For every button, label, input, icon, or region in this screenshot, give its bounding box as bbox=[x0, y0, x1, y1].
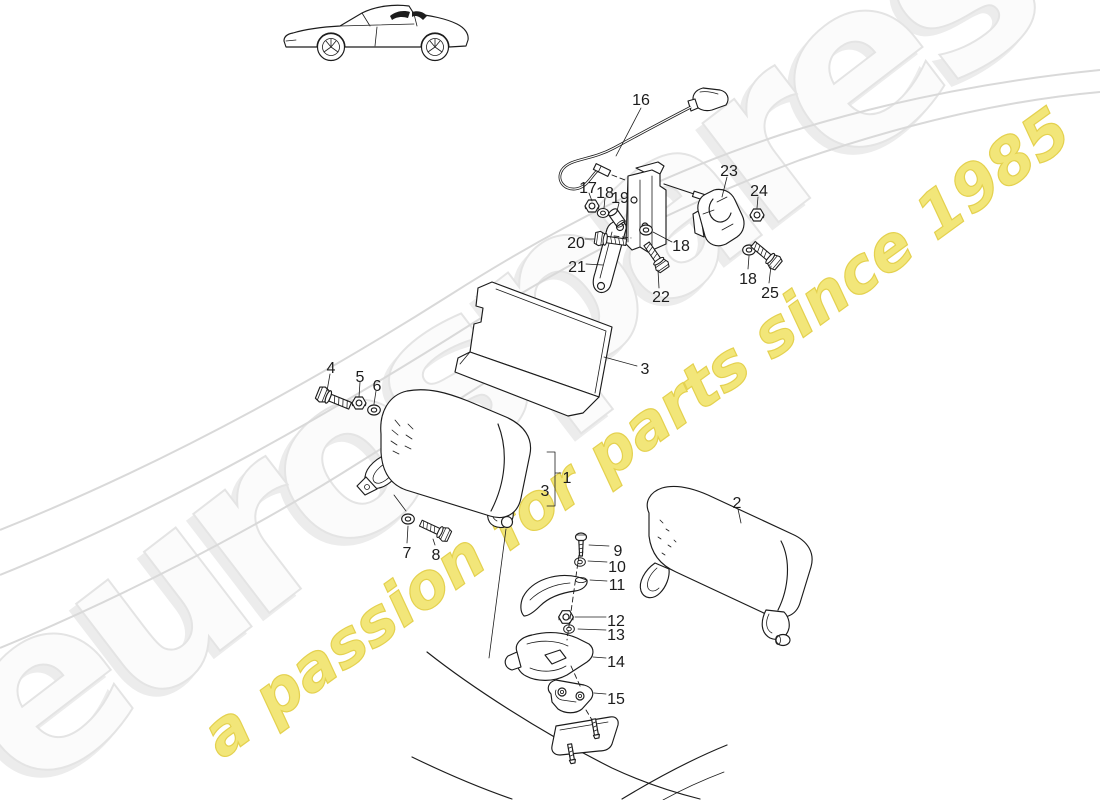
part-label-6: 6 bbox=[373, 378, 382, 395]
part-label-21: 21 bbox=[568, 259, 586, 276]
part-9-screw bbox=[574, 532, 588, 557]
part-label-10: 10 bbox=[608, 559, 626, 576]
part-23-latch bbox=[692, 188, 745, 247]
part-label-18a: 18 bbox=[596, 185, 614, 202]
part-label-25: 25 bbox=[761, 285, 779, 302]
part-12-nut bbox=[558, 610, 574, 624]
part-3-panel bbox=[454, 281, 613, 417]
part-10-washer bbox=[574, 557, 586, 567]
leader-line-18a bbox=[603, 197, 606, 209]
leader-line-21 bbox=[585, 263, 604, 266]
part-7-washer bbox=[401, 513, 415, 525]
leader-line-18b bbox=[652, 231, 673, 243]
leader-line-7 bbox=[406, 525, 409, 544]
part-1-backrest bbox=[356, 389, 532, 529]
leader-line-18c bbox=[747, 255, 750, 270]
leader-line-15 bbox=[593, 692, 607, 695]
leader-line-5 bbox=[358, 381, 361, 398]
part-label-8: 8 bbox=[432, 547, 441, 564]
body-context-curves bbox=[0, 69, 1100, 649]
part-label-17: 17 bbox=[579, 180, 597, 197]
alignment-dash-20 bbox=[613, 235, 632, 239]
alignment-line-7 bbox=[393, 494, 407, 512]
part-label-12: 12 bbox=[607, 613, 625, 630]
leader-line-24 bbox=[756, 196, 759, 209]
car-thumbnail-icon bbox=[283, 4, 469, 62]
leader-line-17 bbox=[588, 192, 593, 202]
leader-line-8 bbox=[432, 538, 436, 546]
part-label-14: 14 bbox=[607, 654, 625, 671]
part-label-19: 19 bbox=[611, 190, 629, 207]
part-11-cover bbox=[520, 574, 588, 617]
part-24-nut bbox=[749, 208, 765, 222]
leader-line-3p bbox=[603, 356, 638, 367]
part-14-latch-housing bbox=[504, 632, 594, 681]
leader-line-10 bbox=[587, 560, 608, 563]
part-label-3p: 3 bbox=[641, 361, 650, 378]
part-label-16: 16 bbox=[632, 92, 650, 109]
part-label-2: 2 bbox=[733, 495, 742, 512]
leader-line-23 bbox=[721, 176, 728, 198]
leader-line-11 bbox=[589, 579, 608, 582]
body-panel-outline bbox=[411, 651, 728, 800]
leader-line-6 bbox=[373, 390, 377, 405]
part-label-20: 20 bbox=[567, 235, 585, 252]
leader-line-22 bbox=[657, 269, 660, 289]
part-label-22: 22 bbox=[652, 289, 670, 306]
assembly-bracket-1-3 bbox=[546, 451, 562, 507]
leader-line-25 bbox=[768, 265, 772, 284]
part-label-23: 23 bbox=[720, 163, 738, 180]
label-leader-lines bbox=[326, 107, 772, 695]
part-label-13: 13 bbox=[607, 627, 625, 644]
leader-line-14 bbox=[592, 656, 607, 659]
part-label-15: 15 bbox=[607, 691, 625, 708]
leader-line-4 bbox=[326, 373, 331, 392]
leader-line-16 bbox=[615, 107, 642, 157]
leader-line-19 bbox=[616, 202, 620, 212]
part-label-4: 4 bbox=[327, 360, 336, 377]
part-15-striker-plate bbox=[547, 679, 594, 714]
leader-line-2 bbox=[737, 508, 742, 524]
part-5-nut bbox=[351, 396, 367, 410]
part-label-3a: 3 bbox=[541, 483, 550, 500]
part-6-washer bbox=[367, 404, 381, 416]
part-label-7: 7 bbox=[403, 545, 412, 562]
leader-line-13 bbox=[577, 628, 607, 631]
part-label-18b: 18 bbox=[672, 238, 690, 255]
leader-line-9 bbox=[588, 544, 610, 547]
part-2-headrest bbox=[639, 485, 813, 647]
part-18-washer-b bbox=[639, 224, 653, 236]
part-18-washer-a bbox=[596, 207, 610, 219]
part-label-18c: 18 bbox=[739, 271, 757, 288]
part-label-9: 9 bbox=[614, 543, 623, 560]
part-label-5: 5 bbox=[356, 369, 365, 386]
part-label-11: 11 bbox=[609, 577, 626, 594]
part-label-1: 1 bbox=[563, 470, 572, 487]
alignment-lines bbox=[488, 528, 593, 721]
part-label-24: 24 bbox=[750, 183, 768, 200]
